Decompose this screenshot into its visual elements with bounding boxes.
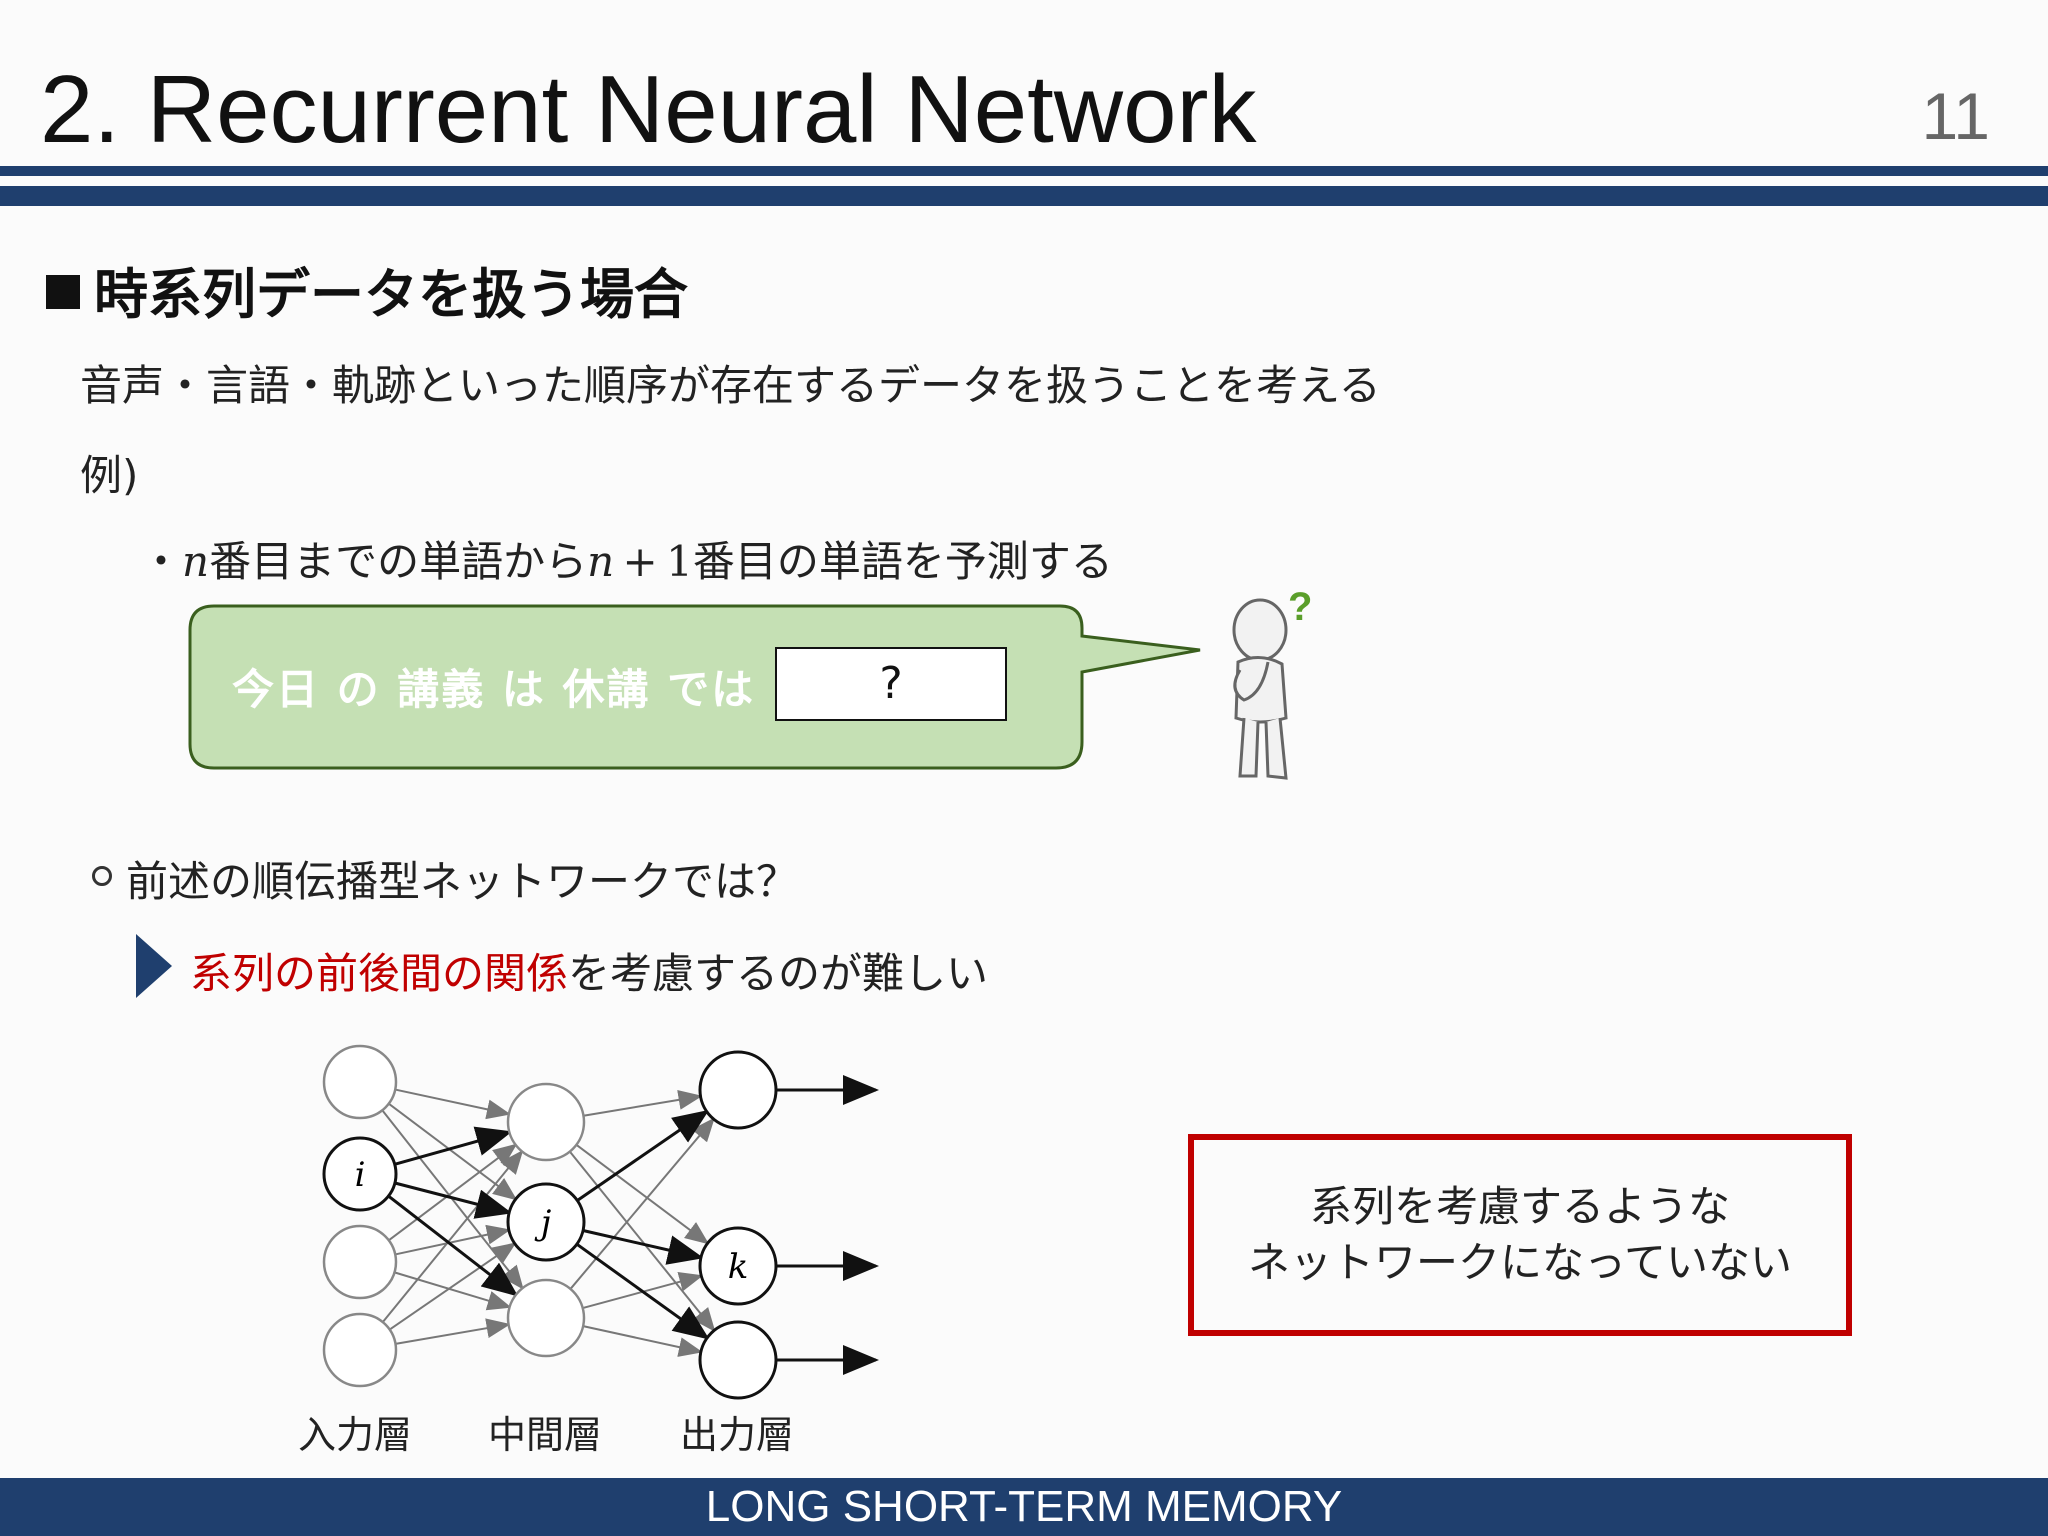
connection-edges <box>381 1075 879 1375</box>
output-node-k-label: k <box>728 1247 749 1287</box>
input-node <box>322 1044 398 1120</box>
output-node-k <box>698 1226 778 1306</box>
output-node <box>698 1320 778 1400</box>
svg-text:?: ? <box>1288 590 1312 629</box>
network-edge <box>394 1271 512 1311</box>
input-node-i <box>322 1136 398 1212</box>
square-bullet-icon <box>46 275 80 309</box>
network-edge <box>394 1126 513 1166</box>
hidden-node <box>506 1278 586 1358</box>
blank-word-box: ? <box>775 647 1007 721</box>
network-edge <box>387 1194 519 1297</box>
math-expression: n + 1 <box>587 537 693 586</box>
example-label: 例) <box>80 451 139 500</box>
intro-text: 音声・言語・軌跡といった順序が存在するデータを扱うことを考える <box>80 361 1381 410</box>
network-edge <box>575 1144 710 1245</box>
network-edge <box>395 1318 511 1345</box>
input-node <box>322 1312 398 1388</box>
layer-label-output: 出力層 <box>680 1413 795 1457</box>
output-node <box>698 1050 778 1130</box>
network-edge <box>394 1088 511 1120</box>
speech-bubble <box>188 604 1201 770</box>
network-edge <box>389 1242 517 1331</box>
network-edge <box>388 1102 518 1201</box>
note-box: 系列を考慮するような ネットワークになっていない <box>1188 1134 1852 1336</box>
note-line-2: ネットワークになっていない <box>1248 1238 1792 1287</box>
network-edge <box>381 1149 524 1323</box>
page-number: 11 <box>1921 79 1990 153</box>
triangle-arrow-icon <box>136 934 172 998</box>
section-heading: 時系列データを扱う場合 <box>46 250 688 329</box>
circle-bullet-icon <box>92 866 112 886</box>
title-rule-top <box>0 166 2048 176</box>
network-edge <box>569 1117 715 1290</box>
hidden-node-j <box>506 1182 586 1262</box>
thinking-person-icon: ? <box>1232 590 1312 780</box>
network-edge <box>569 1150 716 1332</box>
hidden-node <box>506 1082 586 1162</box>
input-node <box>322 1224 398 1300</box>
layer-label-input: 入力層 <box>298 1413 413 1457</box>
network-edge <box>583 1090 703 1117</box>
feedforward-question: 前述の順伝播型ネットワークでは？ <box>92 848 798 909</box>
title-rule-bottom <box>0 186 2048 206</box>
note-line-1: 系列を考慮するような <box>1309 1182 1730 1231</box>
network-edge <box>394 1181 513 1219</box>
bubble-sentence: 今日 の 講義 は 休講 では <box>232 665 756 714</box>
network-edge <box>582 1229 704 1265</box>
neural-network-diagram: ijk <box>322 1044 879 1400</box>
input-node-i-label: i <box>355 1155 366 1195</box>
example-bullet: ・n番目までの単語からn + 1番目の単語を予測する <box>140 537 1113 586</box>
layer-label-hidden: 中間層 <box>488 1413 603 1457</box>
network-edge <box>582 1325 703 1357</box>
footer-banner: LONG SHORT-TERM MEMORY <box>0 1478 2048 1536</box>
network-edge <box>388 1143 518 1242</box>
network-edge <box>575 1242 710 1340</box>
network-nodes: ijk <box>322 1044 778 1400</box>
network-edge <box>394 1224 511 1256</box>
difficulty-statement: 系列の前後間の関係を考慮するのが難しい <box>190 949 989 998</box>
network-edge <box>576 1109 710 1202</box>
slide-title: 2. Recurrent Neural Network <box>40 56 1257 163</box>
